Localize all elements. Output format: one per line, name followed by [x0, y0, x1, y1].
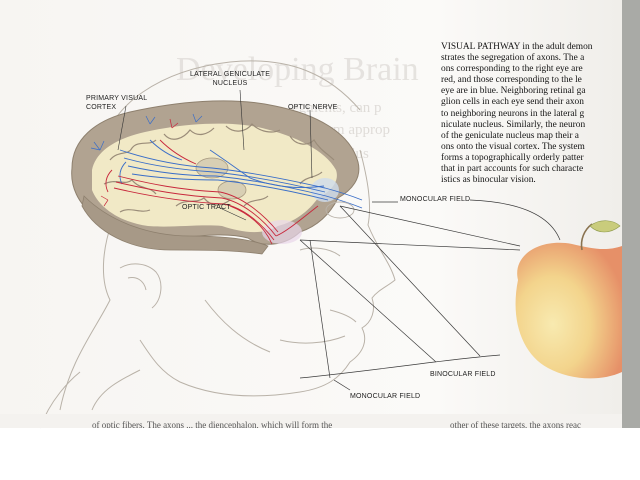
scan-edge-strip [622, 0, 640, 428]
label-monocular-field-bottom: MONOCULAR FIELD [350, 392, 420, 401]
label-optic-nerve: OPTIC NERVE [288, 103, 338, 112]
caption-line: red, and those corresponding to the le [441, 75, 621, 86]
label-monocular-field-top: MONOCULAR FIELD [400, 195, 470, 204]
caption-line: istics as binocular vision. [441, 175, 621, 186]
footer-text-right: other of these targets, the axons reac [450, 419, 620, 428]
caption-line: eye are in blue. Neighboring retinal ga [441, 86, 621, 97]
caption-line: VISUAL PATHWAY in the adult demon [441, 42, 621, 53]
label-lateral-geniculate-nucleus: LATERAL GENICULATE NUCLEUS [190, 70, 270, 88]
label-optic-tract: OPTIC TRACT [182, 203, 231, 212]
caption-line: that in part accounts for such characte [441, 164, 621, 175]
caption-line: ons onto the visual cortex. The system [441, 142, 621, 153]
label-binocular-field: BINOCULAR FIELD [430, 370, 496, 379]
lgn-right [218, 181, 246, 199]
caption-line: glion cells in each eye send their axon [441, 97, 621, 108]
footer-text-left: of optic fibers. The axons ... the dienc… [92, 419, 437, 428]
caption-line: forms a topographically orderly patter [441, 153, 621, 164]
label-primary-visual-cortex: PRIMARY VISUAL CORTEX [86, 94, 147, 112]
caption-line: strates the segregation of axons. The a [441, 53, 621, 64]
caption-line: of the geniculate nucleus map their a [441, 131, 621, 142]
caption-line: ons corresponding to the right eye are [441, 64, 621, 75]
caption-line: to neighboring neurons in the lateral g [441, 109, 621, 120]
caption-line: niculate nucleus. Similarly, the neuron [441, 120, 621, 131]
